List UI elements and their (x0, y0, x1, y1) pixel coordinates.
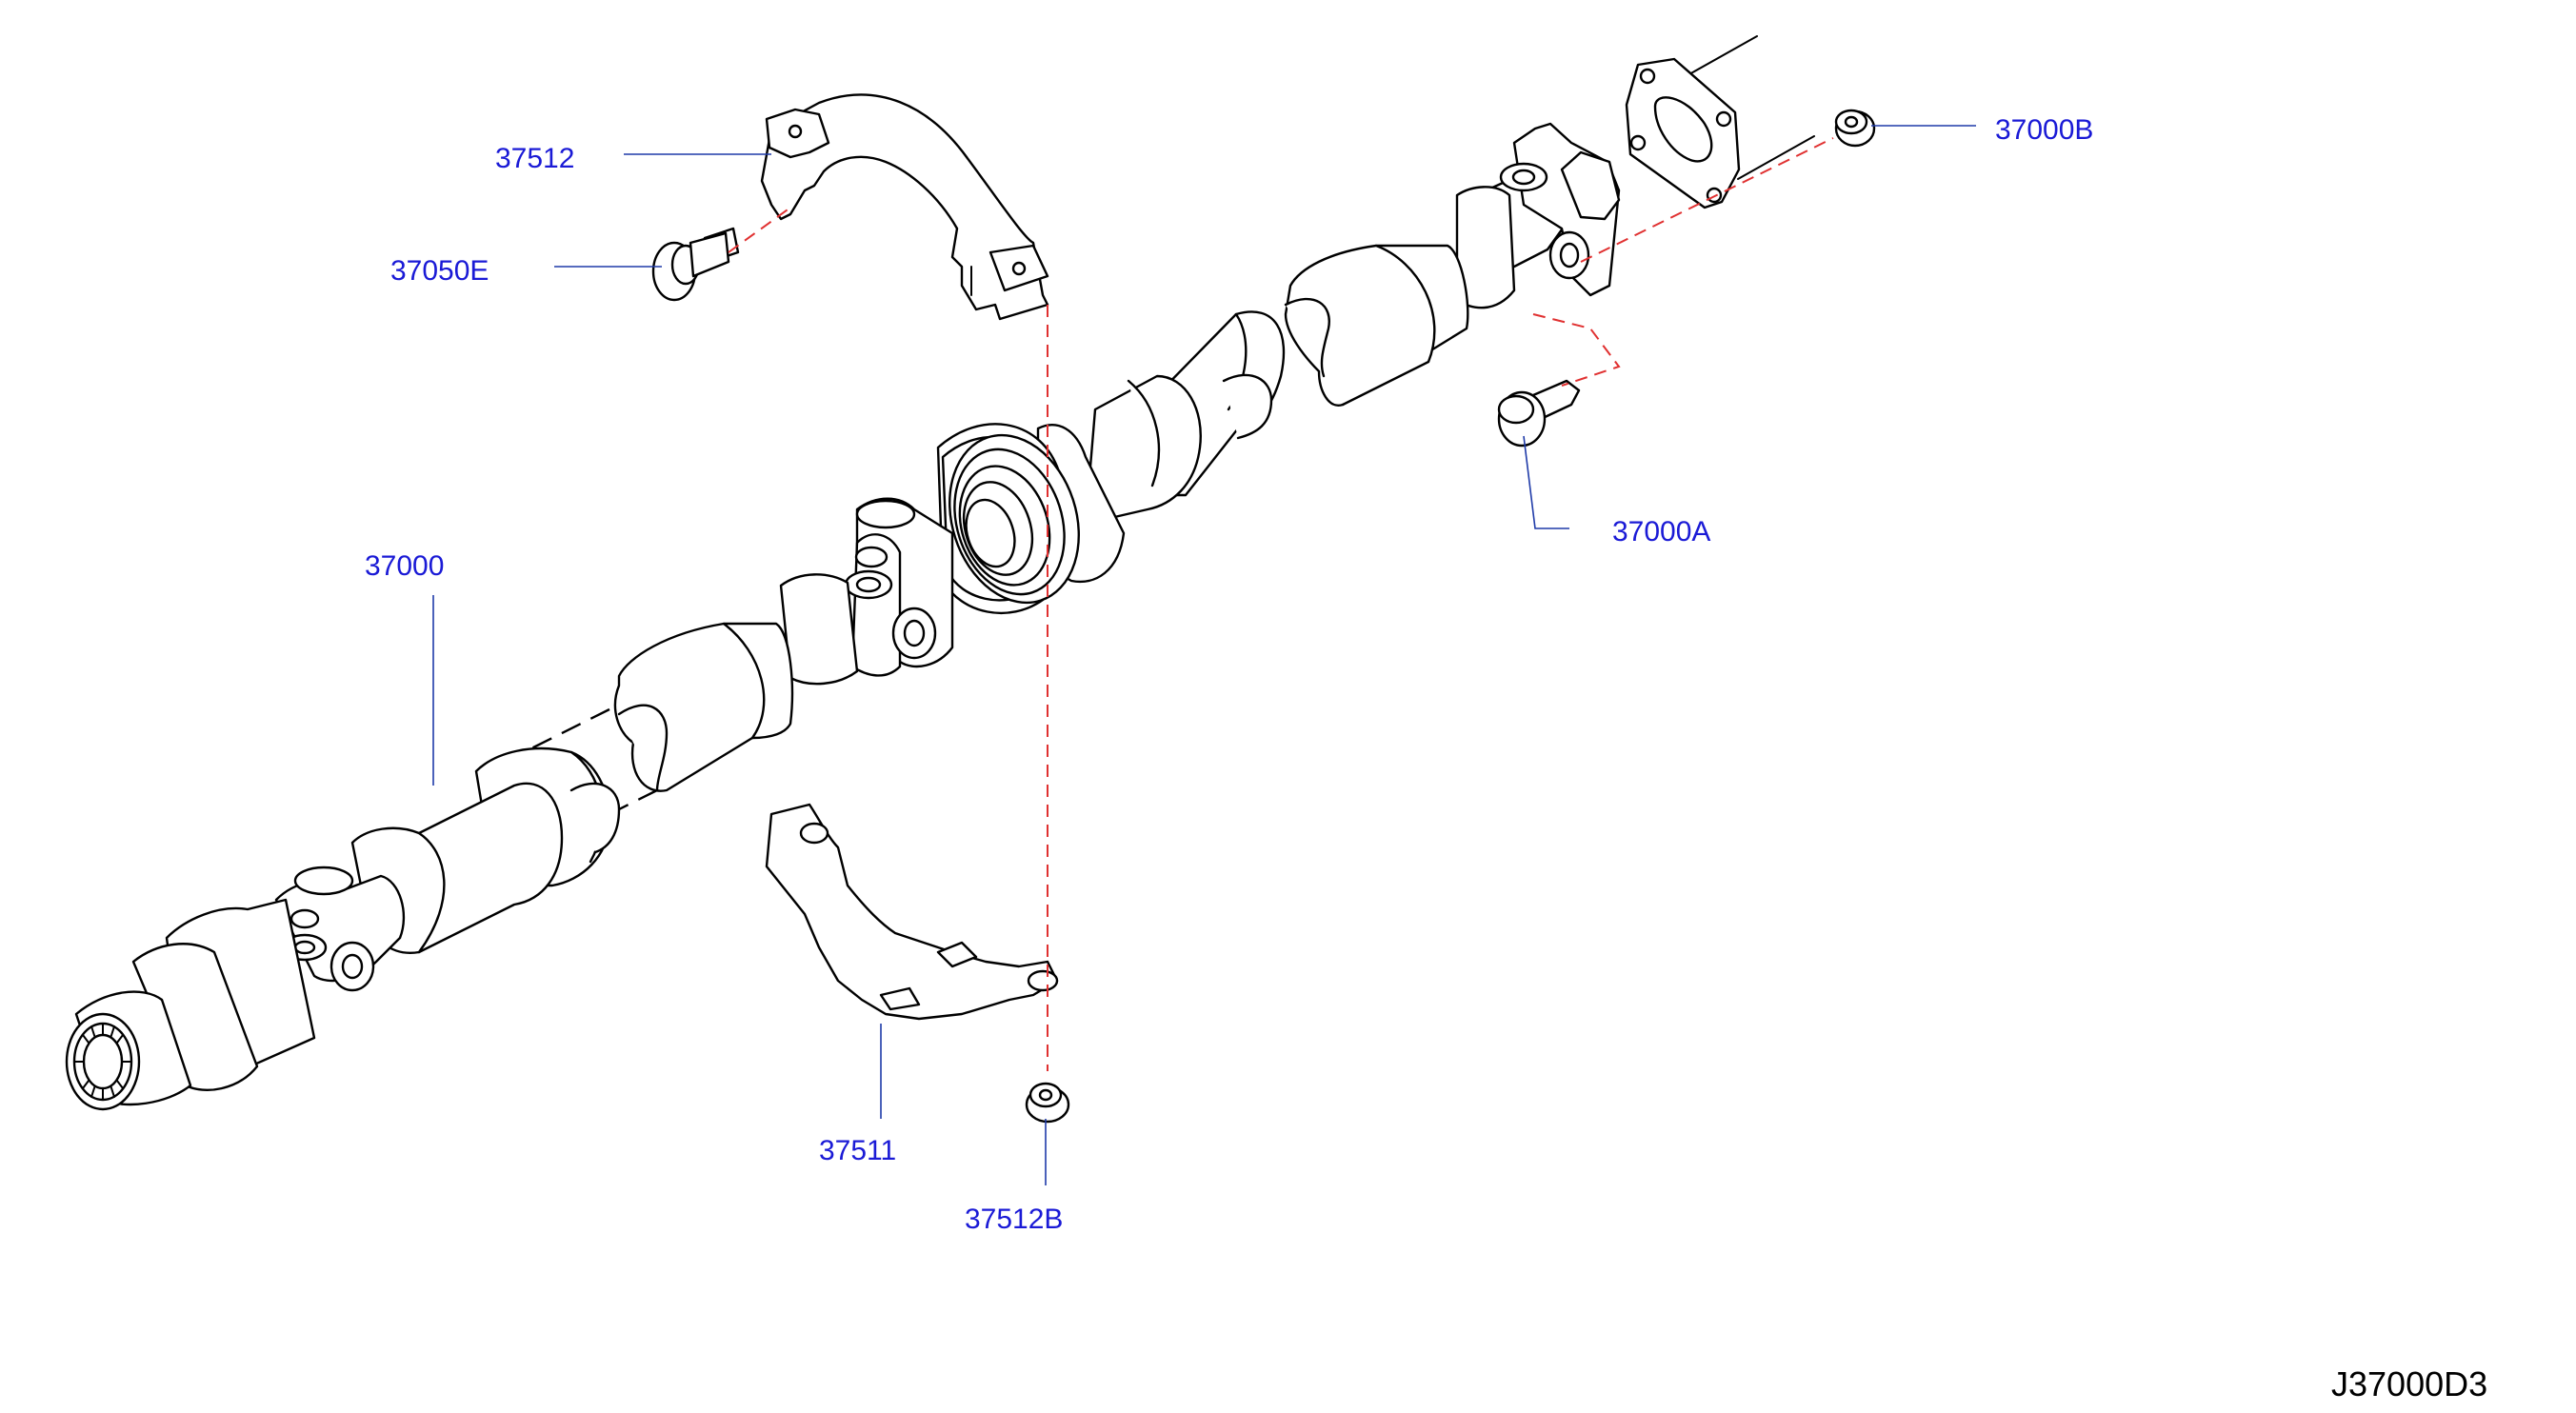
differential-companion-flange (1625, 35, 1815, 209)
callout-37511: 37511 (819, 1135, 896, 1166)
front-universal-joint (274, 782, 564, 992)
front-slip-yoke (65, 898, 316, 1111)
lower-bracket (765, 803, 1059, 1021)
callout-37512B: 37512B (965, 1204, 1063, 1235)
center-universal-joint (779, 497, 954, 686)
center-bearing (936, 423, 1126, 614)
callout-37000: 37000 (365, 550, 444, 582)
intermediate-tube (1084, 310, 1286, 526)
callout-37050E: 37050E (390, 255, 489, 287)
callout-37000B: 37000B (1995, 114, 2093, 146)
callout-37000A: 37000A (1612, 516, 1710, 547)
flange-nut (1834, 109, 1876, 148)
leader-lines (432, 125, 1976, 1185)
flange-bolt (1497, 379, 1581, 448)
assembly-lines (728, 137, 1834, 1071)
callout-37512: 37512 (495, 143, 574, 174)
upper-bracket (760, 93, 1049, 321)
rear-universal-joint (1455, 122, 1621, 309)
bracket-bolt (651, 227, 740, 302)
rear-tube (1284, 244, 1469, 407)
diagram-reference-code: J37000D3 (2331, 1364, 2487, 1403)
bracket-nut (1025, 1082, 1070, 1124)
